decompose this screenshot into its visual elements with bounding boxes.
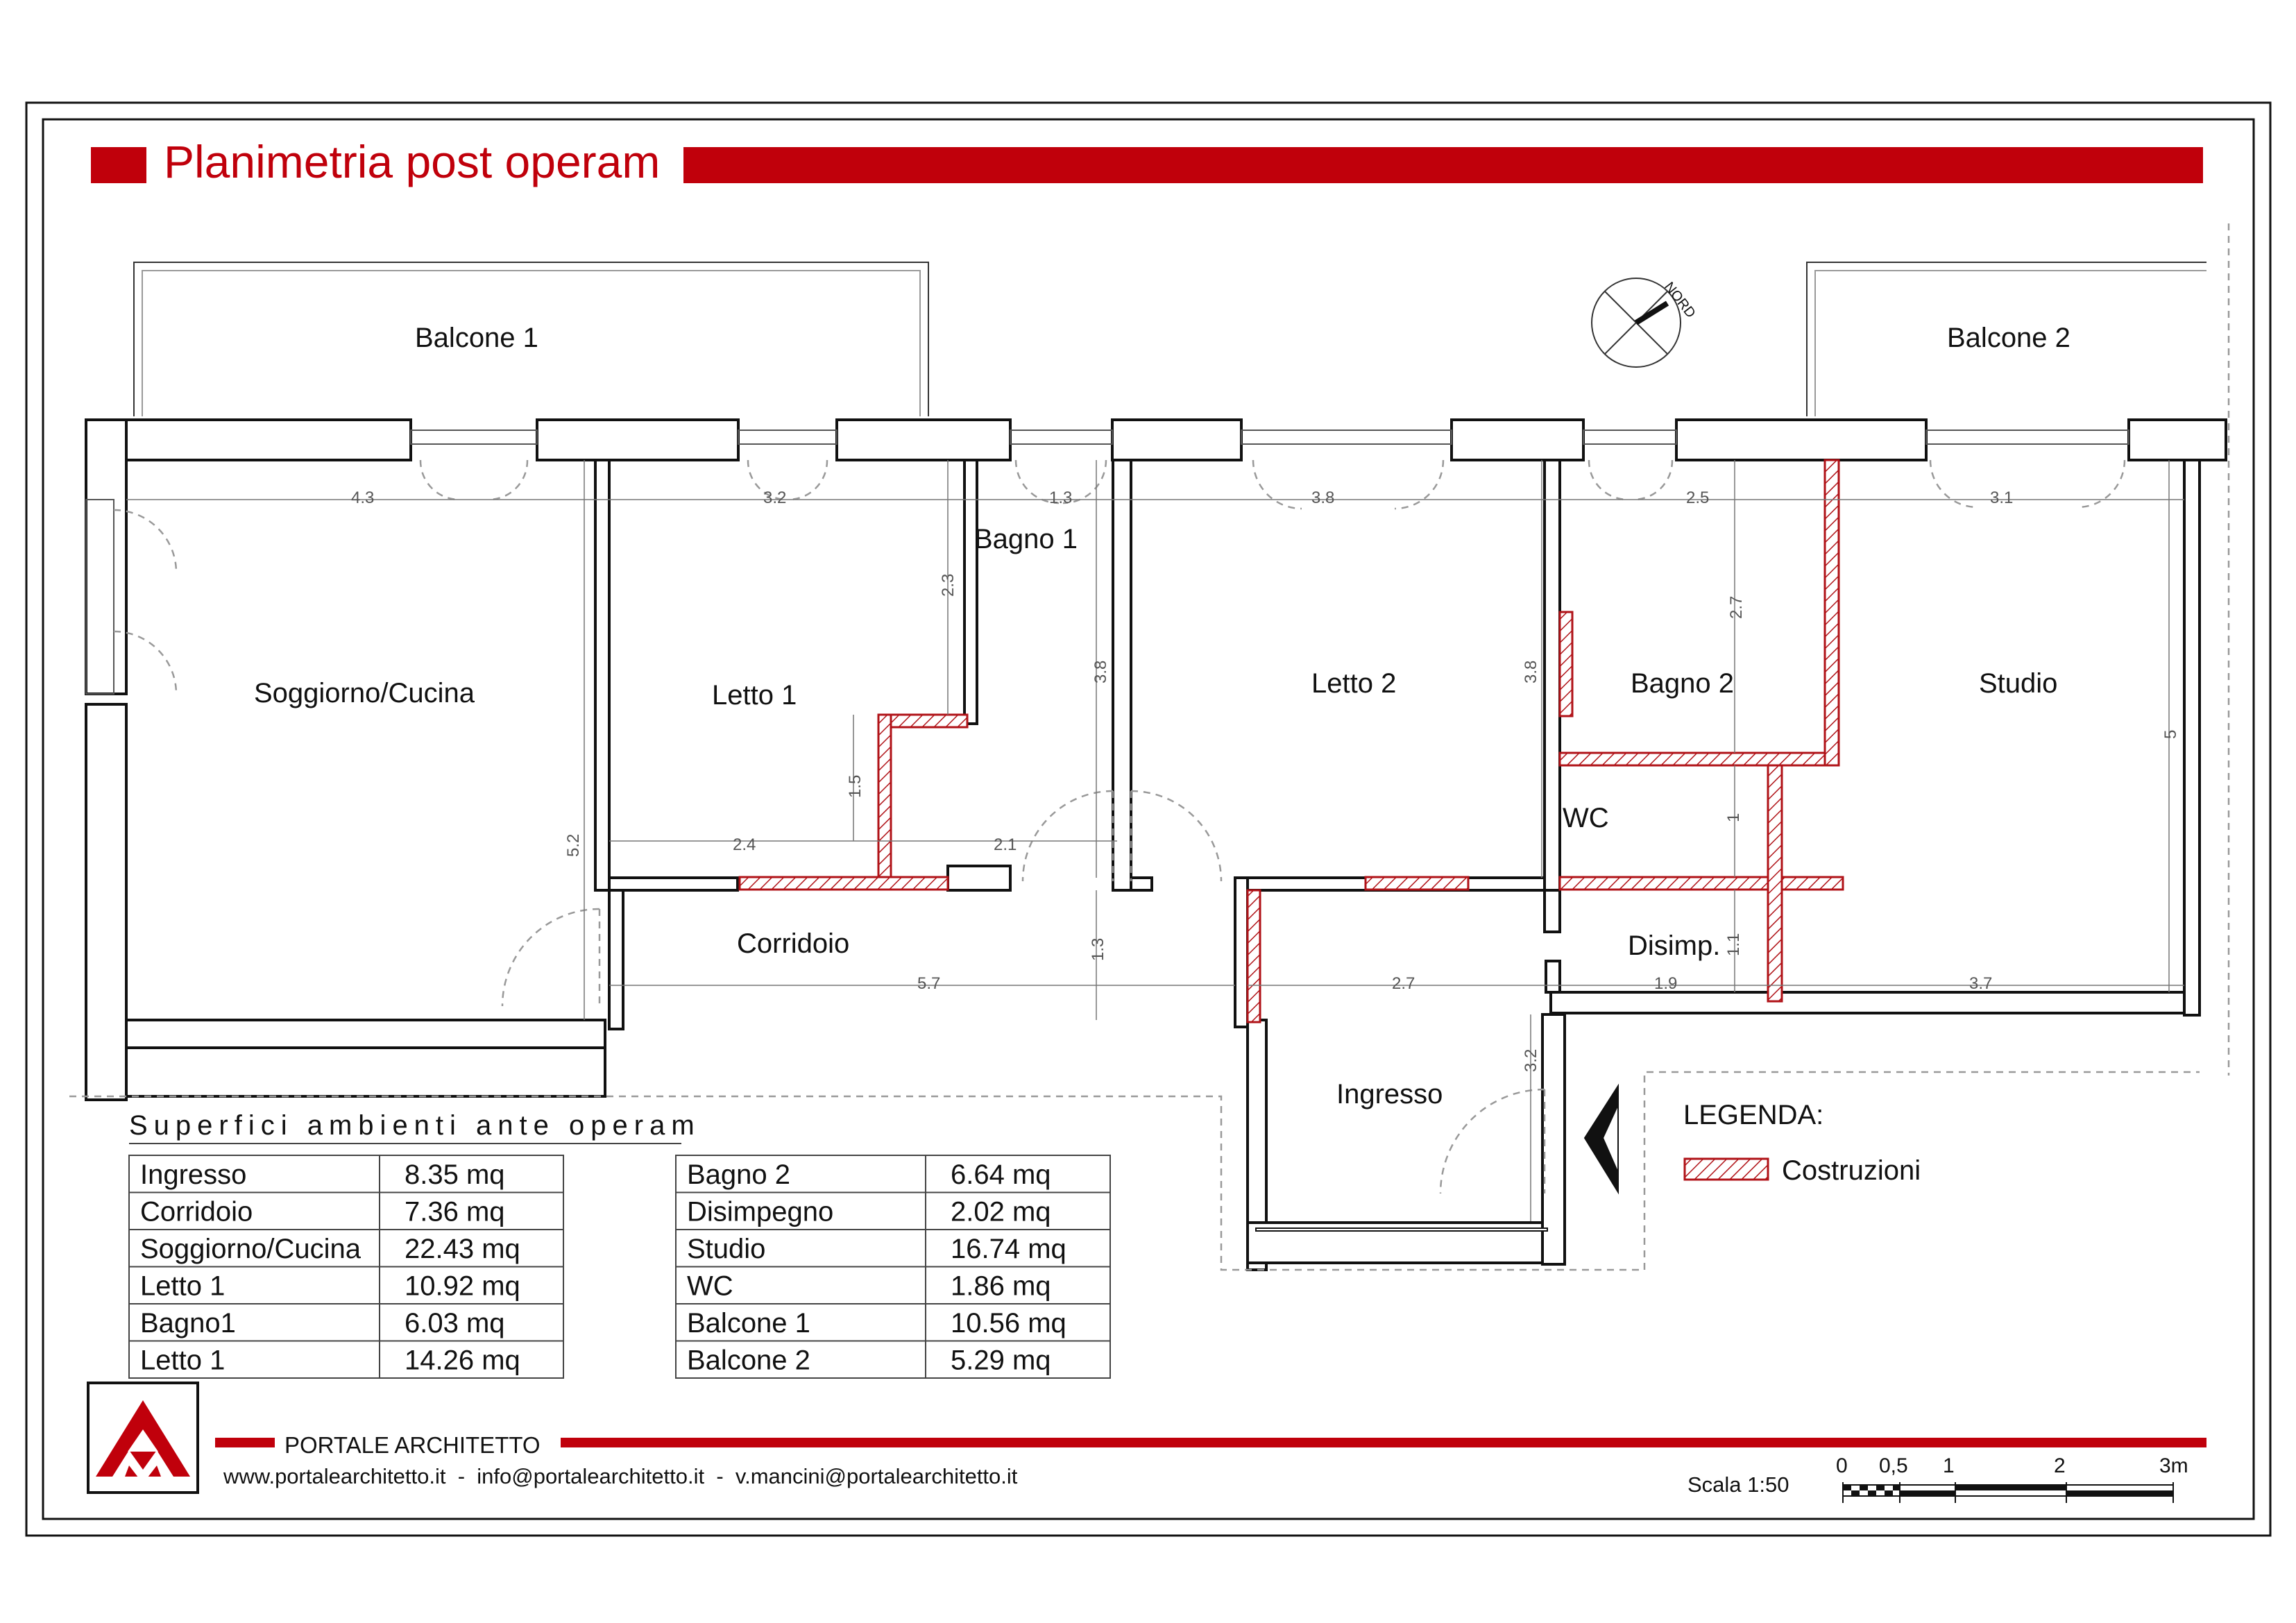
dim-label: 5.2 — [564, 834, 583, 857]
surface-area-value: 14.26 mq — [405, 1345, 520, 1376]
surface-room-name: WC — [687, 1271, 733, 1302]
footer-brand: PORTALE ARCHITETTO — [284, 1432, 541, 1458]
dim-label: 2.7 — [1727, 596, 1746, 619]
dim-label: 4.3 — [351, 488, 374, 507]
title-bar-right — [683, 147, 2203, 183]
title-block-left — [91, 147, 146, 183]
dim-label: 1.1 — [1724, 933, 1743, 956]
doors — [113, 459, 2126, 1194]
surface-area-value: 1.86 mq — [951, 1271, 1051, 1302]
room-disimpegno: Disimp. — [1628, 931, 1720, 961]
room-bagno-2: Bagno 2 — [1631, 668, 1734, 699]
surface-room-name: Studio — [687, 1234, 765, 1264]
surface-room-name: Disimpegno — [687, 1197, 833, 1227]
surface-room-name: Balcone 1 — [687, 1308, 810, 1339]
dim-label: 1 — [1724, 813, 1743, 822]
scale-tick-label: 0 — [1836, 1454, 1848, 1477]
dim-label: 1.3 — [1089, 938, 1107, 961]
surface-area-value: 7.36 mq — [405, 1197, 505, 1227]
surface-area-value: 6.03 mq — [405, 1308, 505, 1339]
scale-tick-label: 0,5 — [1879, 1454, 1908, 1477]
surface-area-value: 10.92 mq — [405, 1271, 520, 1302]
logo-frame — [87, 1382, 199, 1494]
outer-frame — [25, 101, 2272, 1537]
dim-label: 2.7 — [1392, 974, 1415, 993]
dim-label: 2.1 — [994, 835, 1017, 854]
surface-room-name: Bagno1 — [140, 1308, 236, 1339]
dim-label: 3.7 — [1969, 974, 1992, 993]
balcony-1 — [133, 262, 929, 416]
dimension-lines — [126, 460, 2184, 1221]
windows — [85, 430, 2129, 695]
entrance-arrow-icon — [1583, 1083, 1619, 1195]
room-letto-1: Letto 1 — [712, 680, 797, 711]
surface-area-value: 22.43 mq — [405, 1234, 520, 1264]
surface-area-value: 8.35 mq — [405, 1159, 505, 1190]
dim-label: 2.5 — [1686, 488, 1709, 507]
surface-room-name: Ingresso — [140, 1159, 246, 1190]
dim-label: 1.5 — [846, 775, 865, 798]
surface-room-name: Corridoio — [140, 1197, 253, 1227]
exterior-walls — [85, 418, 2227, 1271]
footer-bar-left — [215, 1438, 275, 1447]
page-title: Planimetria post operam — [164, 136, 660, 187]
dim-label: 3.8 — [1311, 488, 1334, 507]
room-balcone-2: Balcone 2 — [1947, 323, 2070, 353]
scale-tick-label: 3m — [2159, 1454, 2188, 1477]
dim-label: 3.1 — [1990, 488, 2013, 507]
surface-area-value: 6.64 mq — [951, 1159, 1051, 1190]
surface-room-name: Balcone 2 — [687, 1345, 810, 1376]
dim-label: 5 — [2161, 730, 2180, 739]
terrace-boundary — [69, 1071, 2200, 1271]
dim-label: 2.4 — [733, 835, 756, 854]
balcony-2 — [1806, 223, 2230, 1076]
scale-tick-label: 2 — [2054, 1454, 2066, 1477]
dim-label: 2.3 — [939, 574, 958, 597]
surface-area-value: 5.29 mq — [951, 1345, 1051, 1376]
surface-room-name: Letto 1 — [140, 1271, 225, 1302]
surface-area-value: 16.74 mq — [951, 1234, 1066, 1264]
room-corridoio: Corridoio — [737, 928, 849, 959]
logo-icon — [96, 1400, 190, 1484]
surfaces-table-left: Ingresso 8.35 mq Corridoio 7.36 mq Soggiorno… — [128, 1155, 564, 1379]
surface-area-value: 10.56 mq — [951, 1308, 1066, 1339]
room-letto-2: Letto 2 — [1311, 668, 1396, 699]
inner-frame — [42, 118, 2255, 1520]
legend-swatch — [1683, 1157, 1769, 1181]
legend: LEGENDA: Costruzioni — [1683, 1100, 1921, 1186]
room-labels: Balcone 1 Balcone 2 Soggiorno/Cucina Let… — [254, 323, 2070, 1110]
scale-tick-label: 1 — [1943, 1454, 1955, 1477]
footer: PORTALE ARCHITETTO www.portalearchitetto… — [87, 1382, 2206, 1503]
surface-area-value: 2.02 mq — [951, 1197, 1051, 1227]
dim-label: 1.9 — [1654, 974, 1677, 993]
surfaces-table: Superfici ambienti ante operam Ingresso 8… — [128, 1110, 1111, 1379]
room-wc: WC — [1563, 803, 1609, 833]
dim-label: 3.2 — [763, 488, 786, 507]
new-constructions — [738, 459, 1844, 1023]
north-compass: NORD — [1591, 278, 1699, 368]
surfaces-table-right: Bagno 2 6.64 mq Disimpegno 2.02 mq Studio 16.… — [675, 1155, 1111, 1379]
dimension-labels: 4.3 3.2 1.3 3.8 2.5 3.1 2.3 3.8 3.8 2.7 … — [351, 488, 2180, 1072]
dim-label: 1.3 — [1049, 488, 1072, 507]
legend-item-label: Costruzioni — [1782, 1155, 1921, 1186]
scale-bar: 0 0,5 1 2 3m — [1836, 1454, 2188, 1503]
footer-contacts: www.portalearchitetto.it - info@portalea… — [223, 1464, 1018, 1488]
dim-label: 5.7 — [917, 974, 940, 993]
dim-label: 3.8 — [1522, 661, 1540, 683]
room-bagno-1: Bagno 1 — [974, 524, 1078, 554]
room-studio: Studio — [1979, 668, 2057, 699]
footer-bar-right — [561, 1438, 2206, 1447]
dim-label: 3.2 — [1522, 1049, 1540, 1072]
room-balcone-1: Balcone 1 — [415, 323, 538, 353]
surfaces-heading: Superfici ambienti ante operam — [129, 1110, 701, 1141]
surface-room-name: Soggiorno/Cucina — [140, 1234, 362, 1264]
surface-room-name: Bagno 2 — [687, 1159, 790, 1190]
room-soggiorno-cucina: Soggiorno/Cucina — [254, 678, 475, 708]
scale-label: Scala 1:50 — [1687, 1472, 1789, 1497]
dim-label: 3.8 — [1091, 661, 1110, 683]
surface-room-name: Letto 1 — [140, 1345, 225, 1376]
room-ingresso: Ingresso — [1336, 1079, 1443, 1110]
legend-title: LEGENDA: — [1683, 1100, 1823, 1130]
